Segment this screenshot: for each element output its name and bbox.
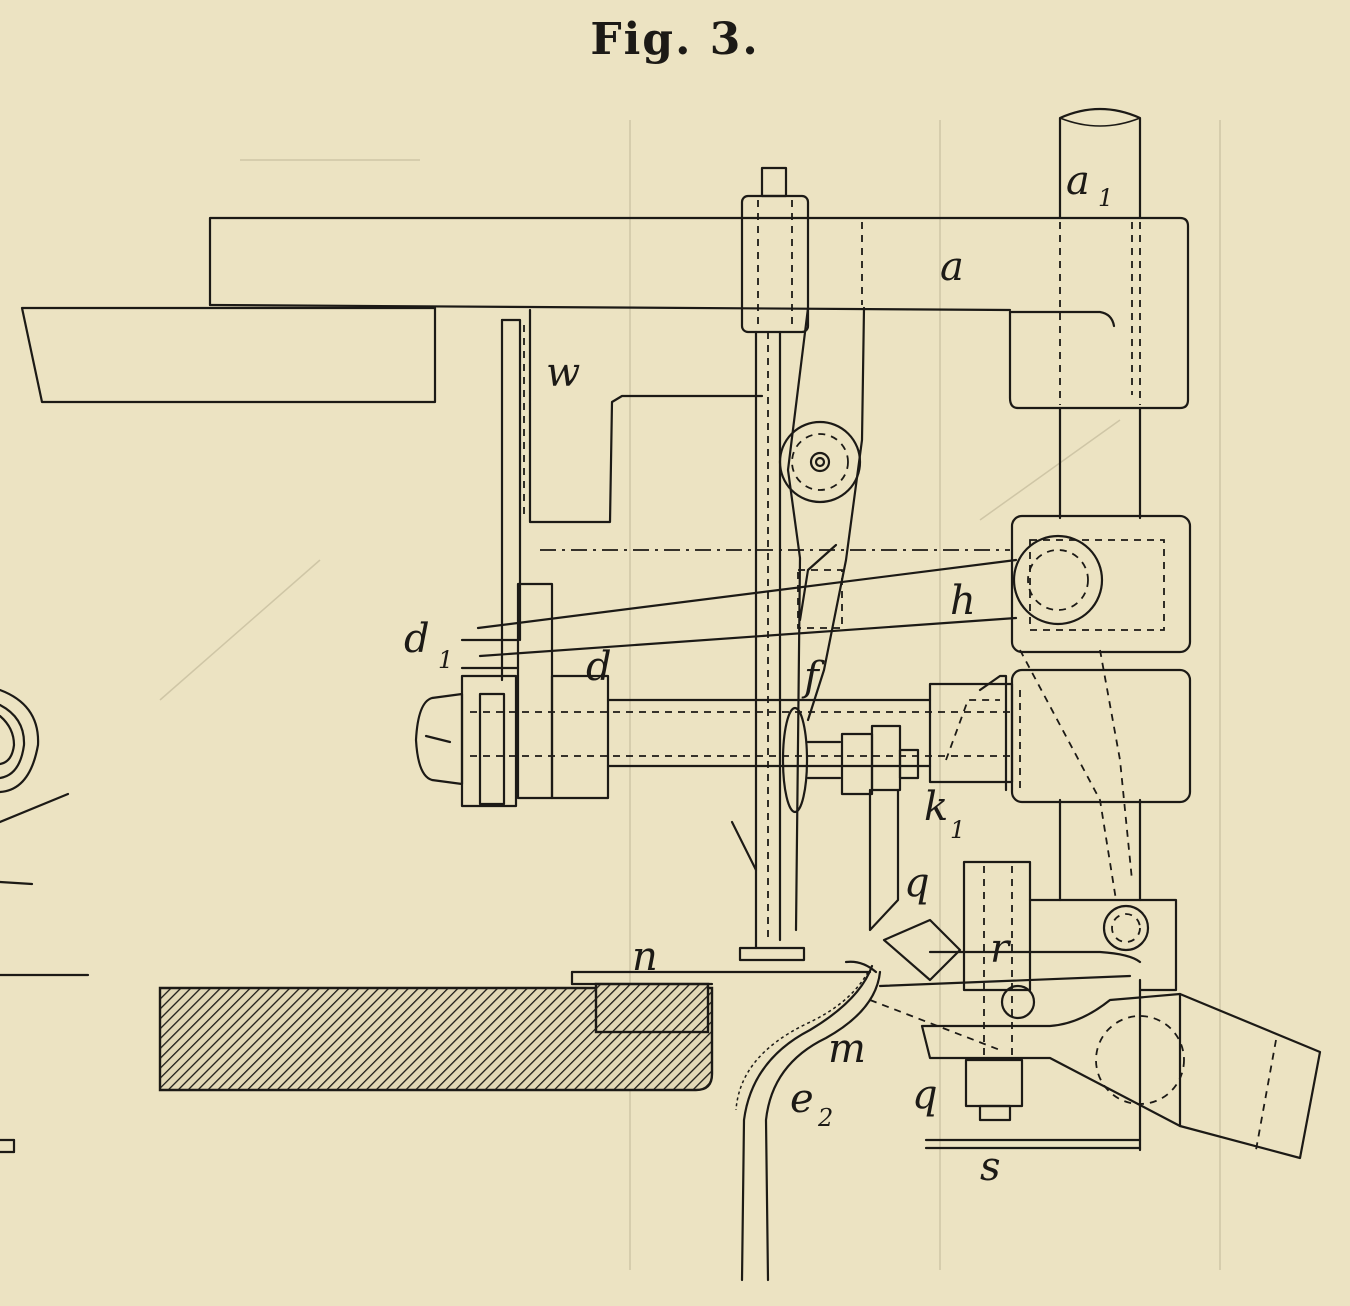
label-s: s [980,1144,1001,1190]
label-r: r [990,926,1012,972]
label-w: w [546,350,580,396]
label-q-upper: q [904,860,930,906]
shaft-and-collar [414,582,1010,808]
arm-k1 [868,788,900,932]
lower-presser-assembly [869,649,1322,1160]
label-a1-sub: 1 [1098,184,1113,212]
lever-with-pivot [778,306,866,932]
disc-f [781,706,920,814]
work-table [158,970,872,1092]
label-a: a [940,244,964,290]
figure-title: Fig. 3. [590,14,760,65]
bracket-w [500,308,764,682]
label-n: n [632,934,658,980]
vertical-shaft-a1 [1058,107,1142,1152]
label-d: d [586,644,612,690]
eccentric-block-upper [1010,514,1192,654]
label-q-lower: q [912,1072,938,1118]
upper-arm-a [20,216,1190,410]
label-k1: k [924,784,948,830]
label-d1-sub: 1 [438,646,453,674]
label-m: m [828,1026,866,1072]
crank-block-lower [928,668,1192,804]
label-k1-sub: 1 [950,816,965,844]
label-e2-sub: 2 [817,1104,833,1132]
label-e2: e [790,1076,814,1122]
label-h: h [950,578,976,624]
background-showthrough [159,120,1221,1270]
part-labels: a 1 a w h d 1 d f k 1 q n r m e 2 q s [404,158,1113,1190]
fabric-e2 [735,960,882,1282]
link-rod-h [476,558,1018,658]
label-d1: d [404,616,430,662]
margin-fragments [0,688,90,1154]
label-a1: a [1066,158,1090,204]
